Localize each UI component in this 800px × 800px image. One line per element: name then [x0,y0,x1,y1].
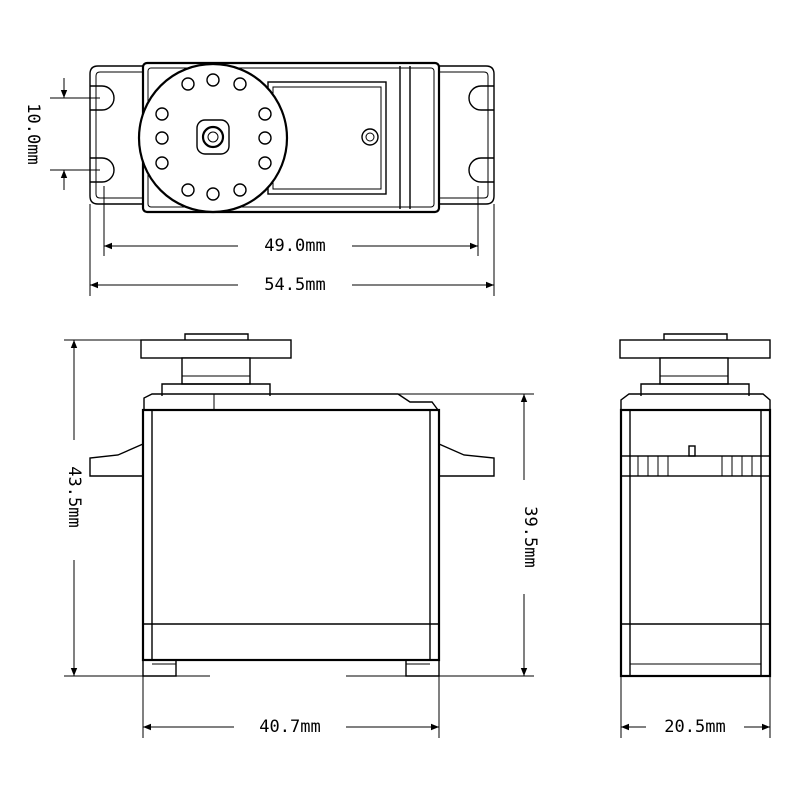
side-body [619,408,772,678]
body-depth-label: 20.5mm [664,717,725,737]
body-height-label: 39.5mm [520,506,540,567]
front-body [141,408,441,662]
mount-slot-bottom-right [468,157,494,183]
front-top-cap [143,393,439,411]
left-mount-ear-inner [95,71,143,199]
body-width-label: 40.7mm [259,717,320,737]
top-view [89,61,495,214]
side-shaft-collar [640,383,750,396]
horn-spline-inner [207,131,219,143]
overall-width-label: 54.5mm [264,275,325,295]
horn-hole-3 [233,77,247,91]
mount-slot-top-right [468,85,494,111]
horn-hole-10 [181,183,195,197]
horn-hole-8 [155,156,169,170]
side-tab [688,445,696,457]
side-output-shaft [659,357,729,385]
horn-hole-1 [181,77,195,91]
horn-hub [196,119,230,155]
front-shaft-collar [161,383,271,396]
front-view-dimensions: 43.5mm 39.5mm 40.7mm [64,339,540,738]
horn-hole-4 [155,107,169,121]
side-view-dimensions: 20.5mm [620,676,771,738]
horn-hole-9 [258,156,272,170]
mount-slot-bottom-left [90,157,115,183]
hole-spacing-label: 10.0mm [23,103,43,164]
front-left-foot [142,660,177,677]
front-horn-disc [140,339,292,359]
right-mount-ear-inner [438,71,489,199]
horn-hole-2 [206,73,220,87]
horn-spline [201,125,225,149]
horn-hole-6 [155,131,169,145]
top-view-screw-inner [365,132,375,142]
horn-hole-12 [233,183,247,197]
horn-hole-5 [258,107,272,121]
front-view [89,333,495,677]
output-horn [137,62,289,214]
side-horn-boss [663,333,728,340]
horn-hole-7 [258,131,272,145]
side-view [619,333,772,678]
front-output-shaft [181,357,251,385]
front-left-ear [89,443,144,477]
side-rib-band [620,455,771,477]
horn-hole-11 [206,187,220,201]
top-view-screw [361,128,379,146]
right-mount-ear [438,65,495,205]
front-right-foot [405,660,440,677]
overall-height-label: 43.5mm [64,466,84,527]
front-right-ear [438,443,495,477]
left-mount-ear [89,65,143,205]
hole-span-label: 49.0mm [264,236,325,256]
side-top-cap [620,393,771,410]
top-view-dimensions: 10.0mm 49.0mm 54.5mm [23,78,495,296]
front-horn-boss [184,333,249,340]
mount-slot-top-left [90,85,115,111]
side-horn-disc [619,339,771,359]
